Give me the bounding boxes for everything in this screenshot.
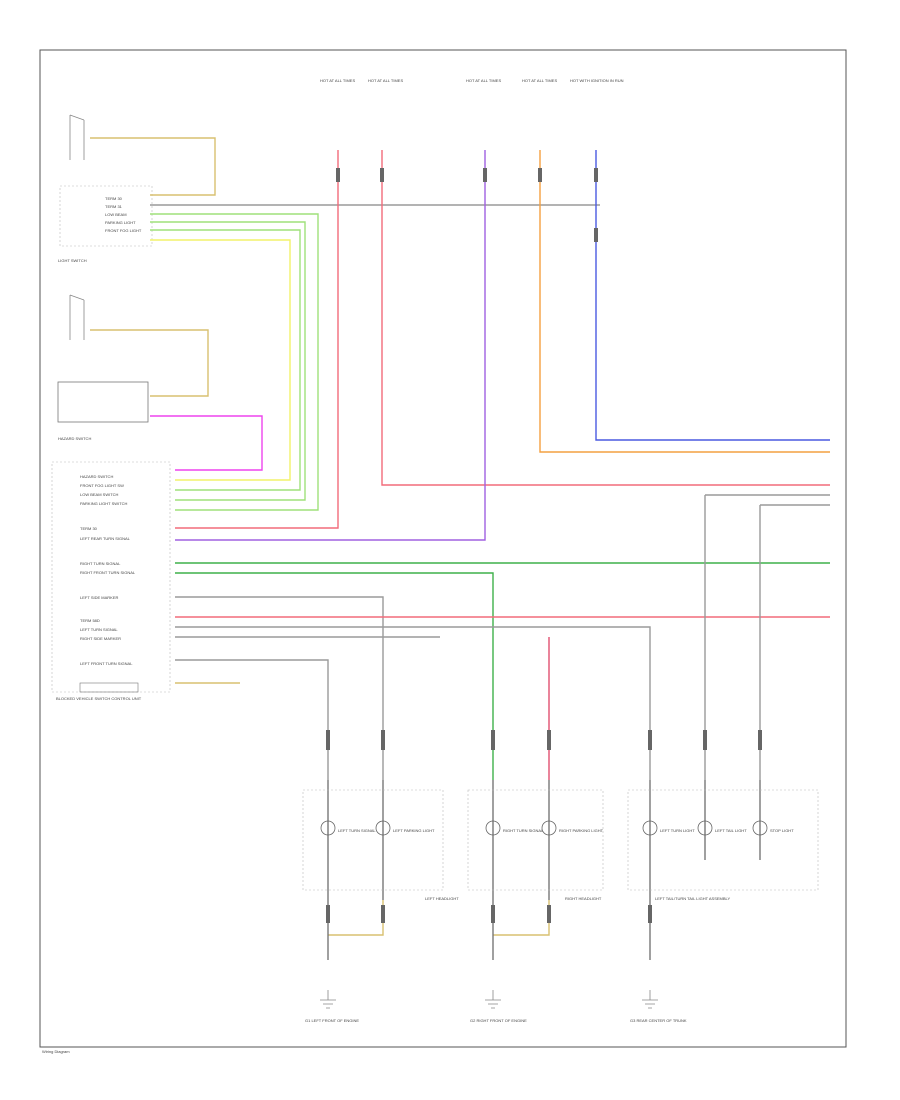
module-pin-2: FRONT FOG LIGHT SW bbox=[80, 483, 124, 488]
switch-pin-4: PARKING LIGHT bbox=[105, 220, 136, 225]
switch-pin-1: TERM 30 bbox=[105, 196, 123, 201]
bulb-stop bbox=[752, 820, 768, 836]
tail-assembly-label: LEFT TAIL/TURN TAIL LIGHT ASSEMBLY bbox=[655, 896, 730, 901]
bulb-label-7: STOP LIGHT bbox=[770, 828, 794, 833]
hazard-switch-group: HAZARD SWITCH bbox=[57, 294, 149, 441]
module-pin-13: LEFT FRONT TURN SIGNAL bbox=[80, 661, 133, 666]
switch-pin-3: LOW BEAM bbox=[105, 212, 127, 217]
ground-left-label: G1 LEFT FRONT OF ENGINE bbox=[305, 1018, 359, 1023]
tail-light-group: LEFT TURN LIGHT LEFT TAIL LIGHT STOP LIG… bbox=[627, 789, 819, 901]
bulb-right-turn bbox=[485, 820, 501, 836]
module-pin-7: RIGHT TURN SIGNAL bbox=[80, 561, 121, 566]
bulb-left-tail bbox=[697, 820, 713, 836]
left-headlight-group: LEFT TURN SIGNAL LEFT PARKING LIGHT LEFT… bbox=[302, 789, 459, 901]
module-pin-10: TERM 58D bbox=[80, 618, 100, 623]
diagram-frame bbox=[39, 49, 847, 1048]
bulb-right-parking bbox=[541, 820, 557, 836]
bulb-label-2: LEFT PARKING LIGHT bbox=[393, 828, 435, 833]
module-label: BLOCKED VEHICLE SWITCH CONTROL UNIT bbox=[56, 696, 142, 701]
right-headlight-group: RIGHT TURN SIGNAL RIGHT PARKING LIGHT RI… bbox=[467, 789, 604, 901]
fuse-labels: HOT AT ALL TIMES HOT AT ALL TIMES HOT AT… bbox=[320, 78, 624, 83]
wire-orange bbox=[539, 150, 830, 453]
module-pin-12: RIGHT SIDE MARKER bbox=[80, 636, 121, 641]
wire-magenta bbox=[150, 415, 263, 471]
page-label: Wiring Diagram bbox=[42, 1049, 70, 1054]
fuse-1-label: HOT AT ALL TIMES bbox=[320, 78, 355, 83]
connector-markers bbox=[326, 168, 762, 923]
wire-tan-1 bbox=[90, 137, 216, 196]
wire-green-2 bbox=[175, 572, 494, 780]
fuse-4-label: HOT AT ALL TIMES bbox=[522, 78, 557, 83]
wire-gray-6 bbox=[704, 494, 830, 780]
wire-tan-5 bbox=[493, 900, 550, 936]
light-switch-group: LIGHT SWITCH TERM 30 TERM 31 LOW BEAM PA… bbox=[58, 114, 153, 263]
module-pin-3: LOW BEAM SWITCH bbox=[80, 492, 119, 497]
wires bbox=[90, 137, 830, 960]
wire-gray-5 bbox=[175, 659, 329, 780]
switch-pin-2: TERM 31 bbox=[105, 204, 123, 209]
wire-purple bbox=[175, 150, 486, 541]
bulb-left-turn bbox=[320, 820, 336, 836]
wire-tan-2 bbox=[90, 329, 209, 397]
grounds: G1 LEFT FRONT OF ENGINE G2 RIGHT FRONT O… bbox=[305, 990, 687, 1023]
bulb-left-parking bbox=[375, 820, 391, 836]
wire-ltgreen-2 bbox=[150, 221, 306, 501]
wire-yellow-1 bbox=[150, 239, 291, 481]
left-headlight-label: LEFT HEADLIGHT bbox=[425, 896, 459, 901]
bulb-label-3: RIGHT TURN SIGNAL bbox=[503, 828, 544, 833]
module-pin-11: LEFT TURN SIGNAL bbox=[80, 627, 118, 632]
module-pin-1: HAZARD SWITCH bbox=[80, 474, 113, 479]
hazard-switch-label: HAZARD SWITCH bbox=[58, 436, 91, 441]
light-switch-label: LIGHT SWITCH bbox=[58, 258, 87, 263]
wire-red-1 bbox=[175, 150, 339, 529]
bulb-label-5: LEFT TURN LIGHT bbox=[660, 828, 695, 833]
fuse-5-label: HOT WITH IGNITION IN RUN bbox=[570, 78, 624, 83]
wire-blue bbox=[595, 150, 830, 441]
wire-tan-4 bbox=[328, 900, 384, 936]
wire-gray-3 bbox=[175, 626, 651, 780]
module-block: BLOCKED VEHICLE SWITCH CONTROL UNIT HAZA… bbox=[51, 461, 171, 701]
ground-right-label: G3 REAR CENTER OF TRUNK bbox=[630, 1018, 687, 1023]
bulb-label-1: LEFT TURN SIGNAL bbox=[338, 828, 376, 833]
fuse-2-label: HOT AT ALL TIMES bbox=[368, 78, 403, 83]
right-headlight-label: RIGHT HEADLIGHT bbox=[565, 896, 602, 901]
wire-gray-8 bbox=[327, 780, 761, 960]
bulb-label-6: LEFT TAIL LIGHT bbox=[715, 828, 747, 833]
bulb-left-turn-light bbox=[642, 820, 658, 836]
module-pin-9: LEFT SIDE MARKER bbox=[80, 595, 118, 600]
switch-pin-5: FRONT FOG LIGHT bbox=[105, 228, 142, 233]
bulb-label-4: RIGHT PARKING LIGHT bbox=[559, 828, 604, 833]
ground-mid-label: G2 RIGHT FRONT OF ENGINE bbox=[470, 1018, 527, 1023]
module-pin-6: LEFT REAR TURN SIGNAL bbox=[80, 536, 131, 541]
wire-gray-2 bbox=[175, 596, 384, 780]
wire-ltgreen-3 bbox=[150, 229, 301, 491]
wire-red-2 bbox=[381, 150, 830, 486]
module-pin-5: TERM 30 bbox=[80, 526, 98, 531]
fuse-3-label: HOT AT ALL TIMES bbox=[466, 78, 501, 83]
wire-gray-7 bbox=[759, 504, 830, 780]
module-pin-8: RIGHT FRONT TURN SIGNAL bbox=[80, 570, 136, 575]
module-pin-4: PARKING LIGHT SWITCH bbox=[80, 501, 128, 506]
wire-ltgreen-1 bbox=[150, 213, 319, 511]
